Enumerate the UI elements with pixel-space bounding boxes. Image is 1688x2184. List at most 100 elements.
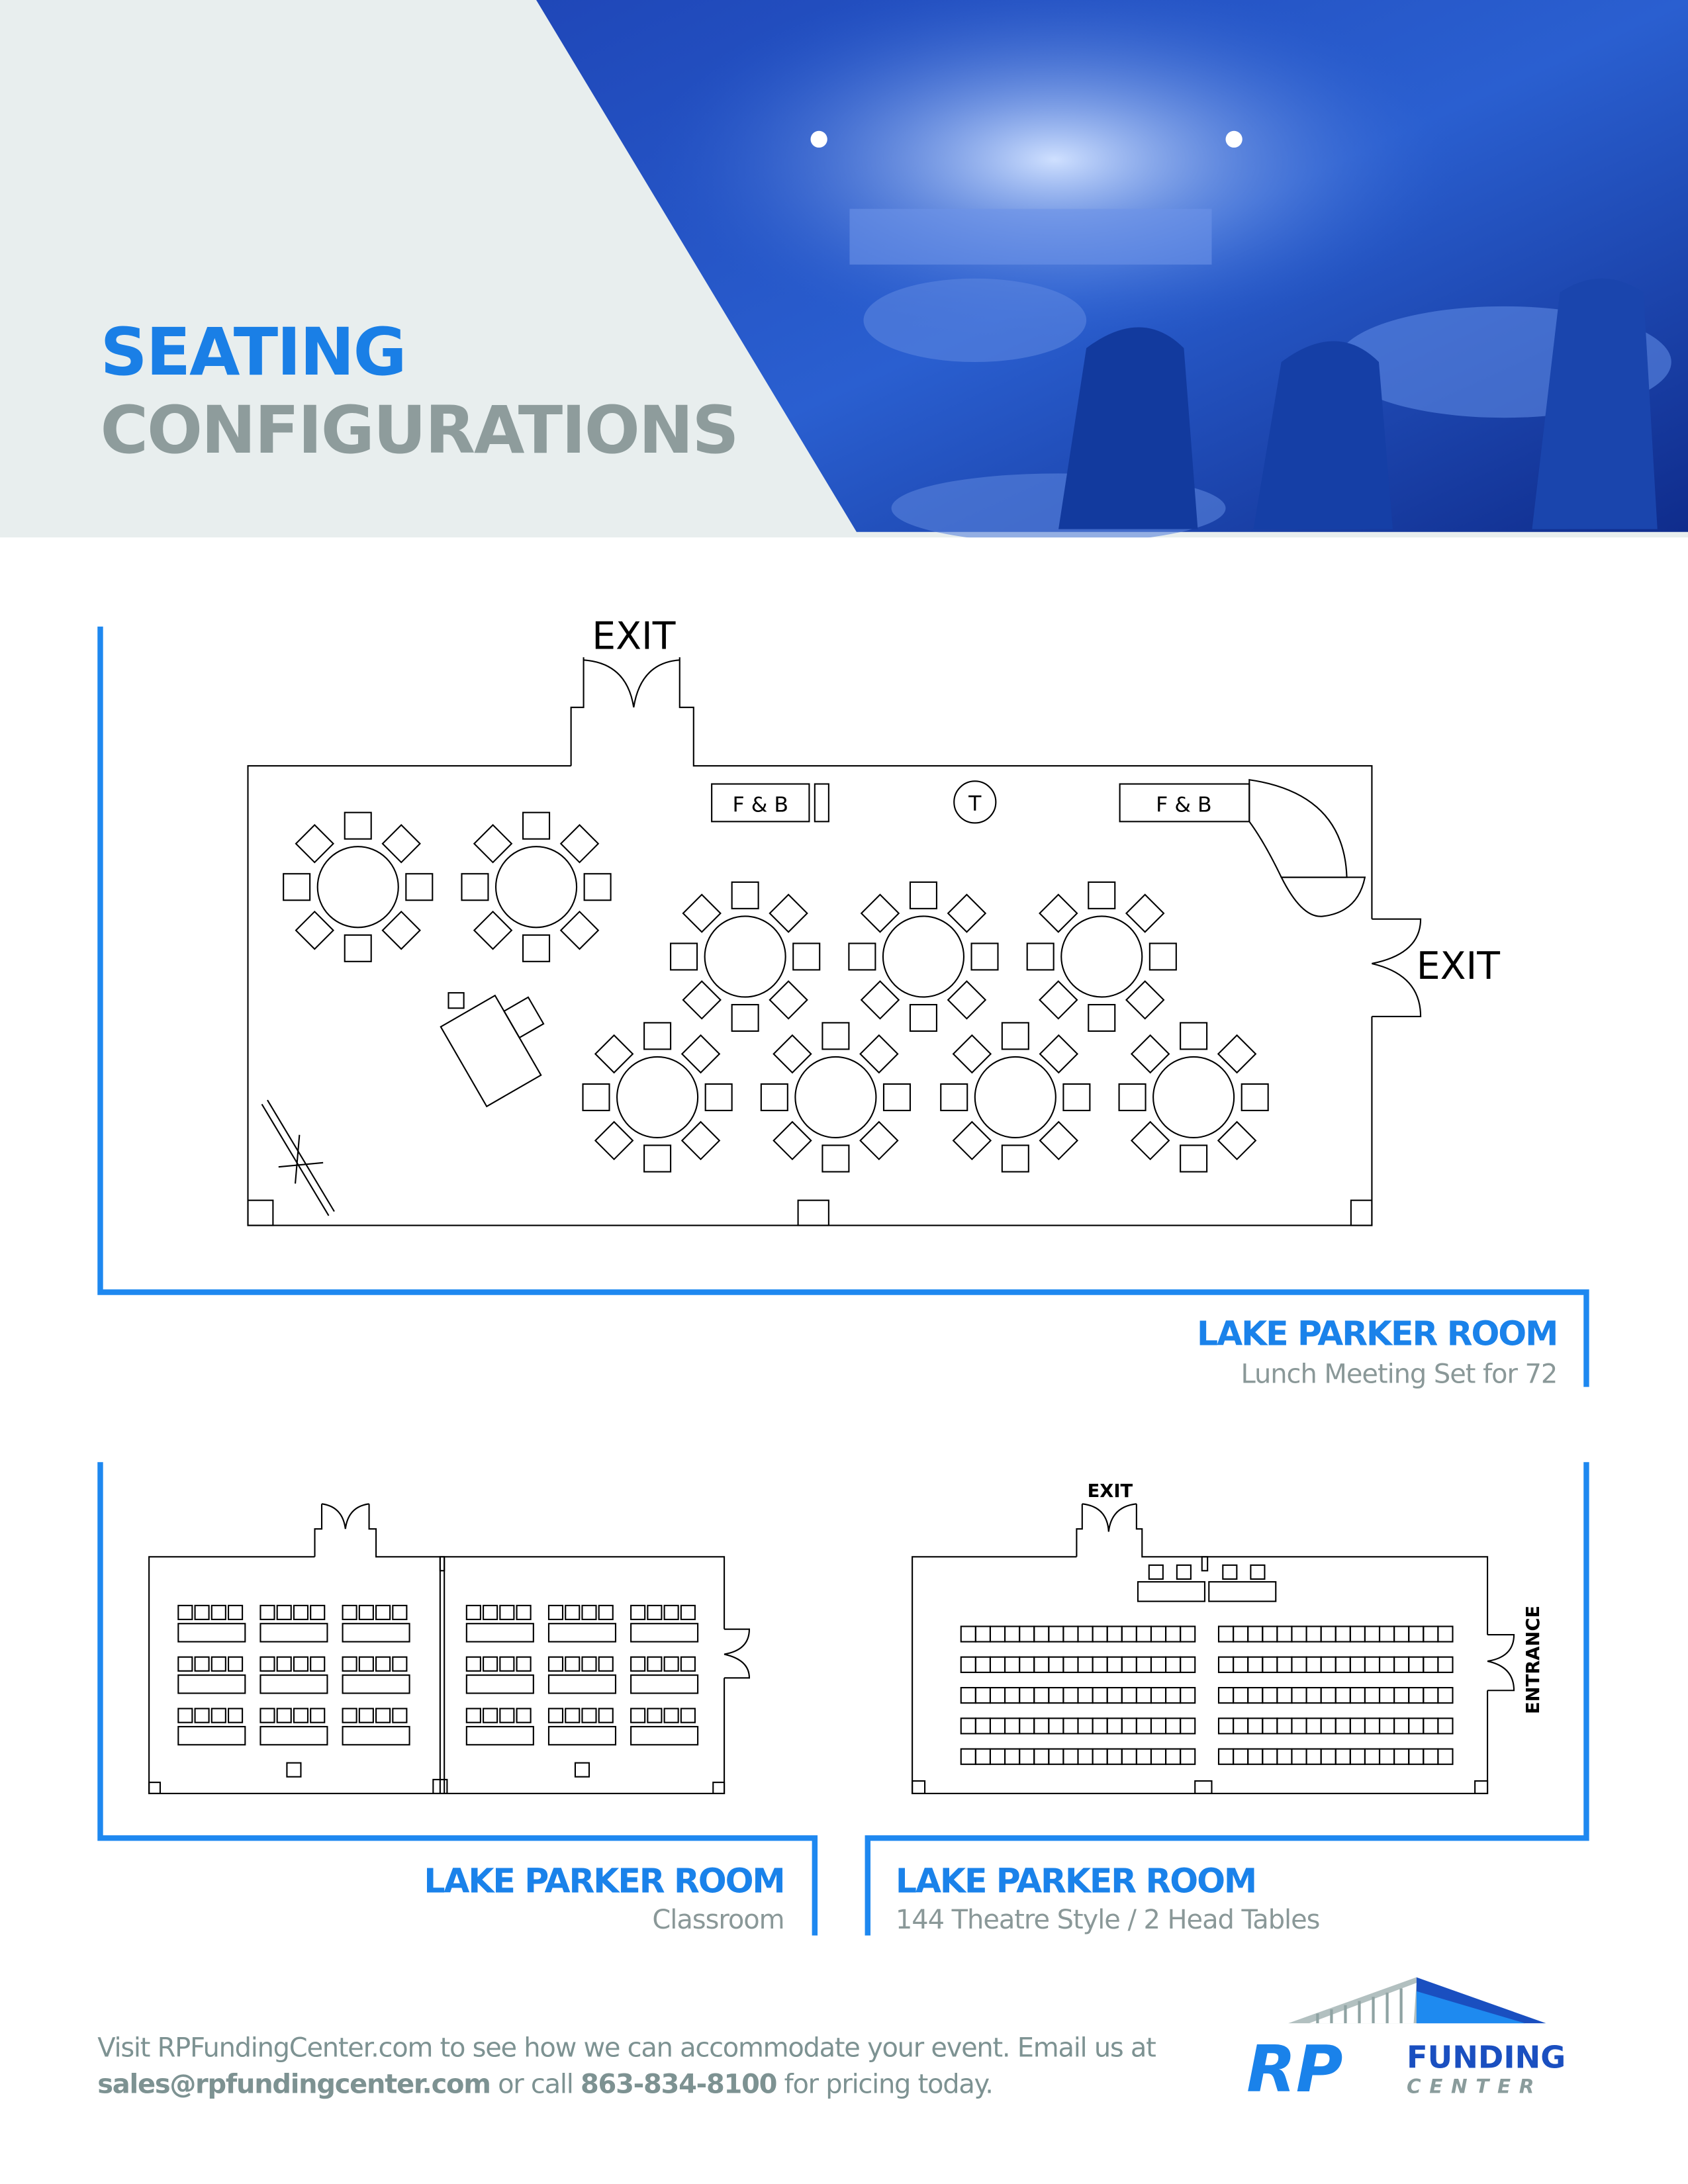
classroom-table bbox=[547, 1623, 617, 1643]
chair bbox=[1276, 1748, 1293, 1765]
chair bbox=[630, 1707, 646, 1723]
chair bbox=[947, 893, 987, 933]
chair bbox=[1378, 1748, 1395, 1765]
chair bbox=[465, 1707, 481, 1723]
theatre-room-outline bbox=[912, 1503, 1515, 1795]
chair bbox=[1276, 1656, 1293, 1673]
classroom-table bbox=[465, 1674, 534, 1694]
fb-side-table bbox=[814, 783, 829, 823]
footer-email-link[interactable]: sales@rpfundingcenter.com bbox=[97, 2069, 491, 2100]
classroom-table-group bbox=[547, 1656, 617, 1694]
av-cart bbox=[440, 994, 545, 1108]
classroom-table-group bbox=[465, 1656, 534, 1694]
chair bbox=[375, 1656, 391, 1672]
main-room-subtitle: Lunch Meeting Set for 72 bbox=[1241, 1359, 1558, 1390]
chair bbox=[1149, 942, 1177, 971]
chair bbox=[1217, 1034, 1257, 1074]
footer-phone[interactable]: 863-834-8100 bbox=[581, 2069, 777, 2100]
chair bbox=[1004, 1748, 1021, 1765]
classroom-table bbox=[259, 1674, 328, 1694]
chair bbox=[522, 811, 551, 840]
chair bbox=[598, 1656, 614, 1672]
chair bbox=[1349, 1748, 1366, 1765]
chair bbox=[1349, 1656, 1366, 1673]
chair bbox=[643, 1144, 672, 1173]
chair bbox=[952, 1120, 992, 1161]
chair bbox=[594, 1120, 634, 1161]
chair bbox=[293, 1656, 309, 1672]
chair bbox=[483, 1604, 498, 1621]
head-tables bbox=[1137, 1564, 1277, 1602]
chair bbox=[1408, 1625, 1425, 1643]
chair bbox=[773, 1034, 812, 1074]
chair bbox=[342, 1656, 357, 1672]
t-marker-label: T bbox=[968, 792, 982, 816]
chair bbox=[704, 1083, 733, 1111]
chair bbox=[1164, 1656, 1182, 1673]
theatre-frame bbox=[865, 1462, 1589, 1936]
chair bbox=[1121, 1625, 1137, 1643]
classroom-subtitle: Classroom bbox=[652, 1905, 784, 1936]
chair bbox=[1019, 1686, 1035, 1704]
serpentine-buffet bbox=[1248, 779, 1348, 878]
chair bbox=[211, 1604, 226, 1621]
chair bbox=[293, 1707, 309, 1723]
chair bbox=[1305, 1686, 1322, 1704]
chair bbox=[375, 1604, 391, 1621]
chair bbox=[1048, 1625, 1064, 1643]
chair bbox=[1393, 1748, 1410, 1765]
chair bbox=[1039, 980, 1078, 1020]
theatre-row bbox=[1217, 1656, 1454, 1673]
chair bbox=[1121, 1656, 1137, 1673]
chair bbox=[1004, 1686, 1021, 1704]
chair bbox=[310, 1707, 326, 1723]
chair bbox=[1241, 1083, 1269, 1111]
theatre-subtitle: 144 Theatre Style / 2 Head Tables bbox=[895, 1905, 1321, 1936]
chair bbox=[1150, 1717, 1167, 1735]
chair bbox=[405, 873, 434, 901]
chair bbox=[465, 1656, 481, 1672]
chair bbox=[960, 1656, 976, 1673]
fb-label-right: F & B bbox=[1156, 794, 1211, 817]
chair bbox=[1378, 1625, 1395, 1643]
chair bbox=[499, 1604, 515, 1621]
classroom-table bbox=[177, 1725, 246, 1746]
classroom-table bbox=[177, 1674, 246, 1694]
chair bbox=[1423, 1748, 1439, 1765]
chair bbox=[663, 1656, 679, 1672]
main-room-name: LAKE PARKER ROOM bbox=[1197, 1314, 1558, 1354]
chair bbox=[860, 893, 900, 933]
chair bbox=[1408, 1686, 1425, 1704]
chair bbox=[647, 1656, 663, 1672]
chair bbox=[1423, 1686, 1439, 1704]
chair bbox=[1019, 1748, 1035, 1765]
chair bbox=[1062, 1717, 1079, 1735]
chair bbox=[821, 1022, 850, 1050]
round-table-group bbox=[760, 1022, 912, 1173]
chair bbox=[952, 1034, 992, 1074]
classroom-table-group bbox=[630, 1604, 699, 1643]
chair bbox=[483, 1707, 498, 1723]
chair bbox=[1349, 1625, 1366, 1643]
chair bbox=[559, 910, 600, 950]
chair bbox=[1077, 1686, 1094, 1704]
chair bbox=[663, 1604, 679, 1621]
chair bbox=[1048, 1748, 1064, 1765]
chair bbox=[1092, 1717, 1108, 1735]
classroom-table-group bbox=[630, 1656, 699, 1694]
chair bbox=[522, 934, 551, 962]
chair bbox=[276, 1604, 292, 1621]
chair bbox=[1062, 1083, 1091, 1111]
chair bbox=[882, 1083, 912, 1111]
chair bbox=[473, 824, 513, 864]
chair bbox=[1130, 1120, 1170, 1161]
chair bbox=[974, 1625, 991, 1643]
chair bbox=[1033, 1656, 1050, 1673]
theatre-row bbox=[960, 1656, 1196, 1673]
classroom-table bbox=[177, 1623, 246, 1643]
chair bbox=[989, 1656, 1006, 1673]
chair bbox=[1349, 1686, 1366, 1704]
chair bbox=[1048, 1686, 1064, 1704]
